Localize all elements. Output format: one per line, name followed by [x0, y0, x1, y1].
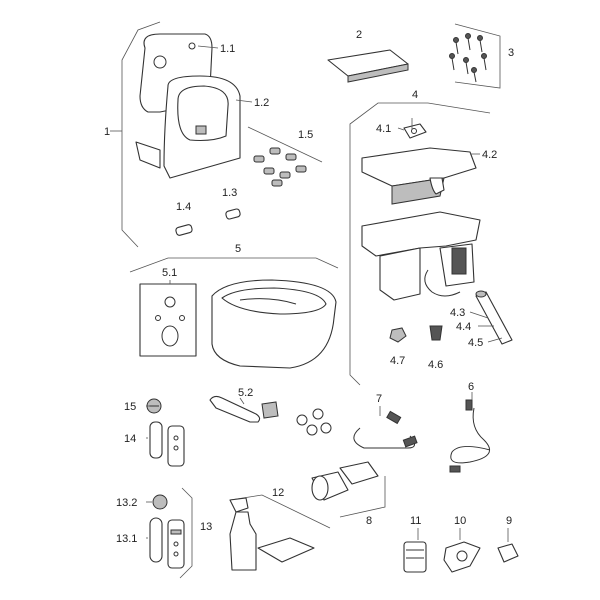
leader-lines: [146, 45, 509, 542]
label-4-1: 4.1: [376, 123, 391, 135]
label-8: 8: [366, 515, 372, 527]
label-13: 13: [200, 521, 212, 533]
part-4-2-top-unit: [361, 147, 477, 205]
label-12: 12: [272, 487, 284, 499]
part-11-fitting: [403, 541, 427, 573]
label-4-3: 4.3: [450, 307, 465, 319]
part-1-2-seat-ring: [163, 75, 241, 179]
label-7: 7: [376, 393, 382, 405]
part-1-5-clips: [253, 147, 307, 187]
label-11: 11: [410, 515, 421, 527]
part-5-toilet-bowl: [211, 279, 337, 369]
part-10-valve: [443, 541, 481, 573]
part-13-1-remote: [149, 517, 185, 569]
label-14: 14: [124, 433, 136, 445]
label-4-6: 4.6: [428, 359, 443, 371]
part-12-cleaning-kit: [229, 497, 315, 571]
part-2-cover-plate: [327, 49, 409, 83]
label-13-2: 13.2: [116, 497, 137, 509]
label-13-1: 13.1: [116, 533, 137, 545]
label-2: 2: [356, 29, 362, 41]
label-1-3: 1.3: [222, 187, 237, 199]
part-9-fitting: [497, 543, 519, 563]
label-15: 15: [124, 401, 136, 413]
label-4: 4: [412, 89, 418, 101]
part-5-1-template: [139, 283, 197, 357]
label-6: 6: [468, 381, 474, 393]
label-1-4: 1.4: [176, 201, 191, 213]
washers: [296, 408, 332, 436]
part-5-2-spray-arm: [209, 395, 279, 423]
label-1-1: 1.1: [220, 43, 235, 55]
label-9: 9: [506, 515, 512, 527]
label-4-2: 4.2: [482, 149, 497, 161]
part-4-1-bracket: [403, 123, 427, 139]
part-labels: 1 1.1 1.2 1.3 1.4 1.5 2 3 4 4.1 4.2 4.3 …: [104, 29, 514, 545]
part-4-7-nut: [389, 327, 407, 343]
part-13-2-dial: [152, 494, 168, 510]
part-4-3-4-5-tube: [475, 290, 513, 345]
part-4-main-unit: [361, 211, 481, 301]
label-10: 10: [454, 515, 466, 527]
label-4-7: 4.7: [390, 355, 405, 367]
part-8-connectors: [311, 461, 379, 501]
label-1: 1: [104, 126, 110, 138]
label-5: 5: [235, 243, 241, 255]
seat-hinge-left: [135, 141, 161, 169]
group-brackets: [110, 21, 501, 579]
label-1-5: 1.5: [298, 129, 313, 141]
label-5-1: 5.1: [162, 267, 177, 279]
part-1-3-buffer: [225, 208, 241, 220]
part-14-remote: [149, 421, 185, 467]
label-3: 3: [508, 47, 514, 59]
label-5-2: 5.2: [238, 387, 253, 399]
part-1-4-buffer: [175, 224, 193, 236]
part-7-hose: [353, 410, 418, 449]
label-4-5: 4.5: [468, 337, 483, 349]
label-4-4: 4.4: [456, 321, 471, 333]
part-4-6-part: [429, 325, 443, 341]
label-1-2: 1.2: [254, 97, 269, 109]
part-3-screws: [449, 33, 487, 83]
part-6-cable: [449, 399, 491, 473]
